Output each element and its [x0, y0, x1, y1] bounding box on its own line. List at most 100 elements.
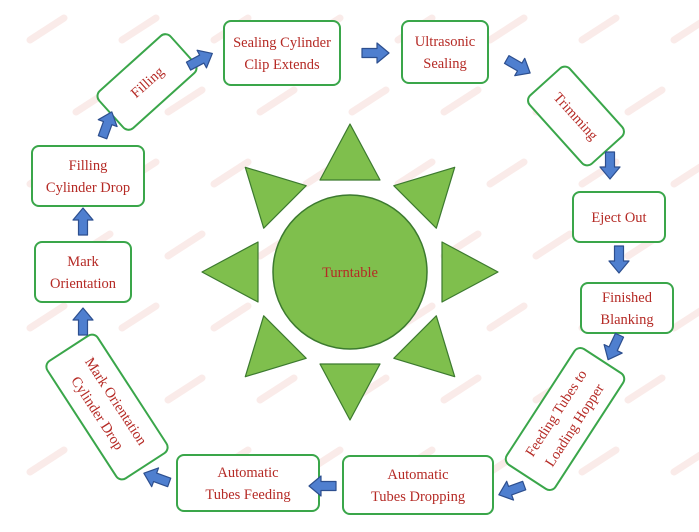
turntable-ray	[393, 315, 456, 378]
turntable-ray	[244, 315, 307, 378]
flow-arrow	[143, 467, 172, 488]
step-label: Clip Extends	[244, 57, 320, 73]
watermark-stroke	[440, 86, 482, 116]
step-label: Eject Out	[591, 210, 646, 226]
turntable-ray	[319, 123, 381, 181]
step-label: Orientation	[50, 276, 117, 292]
step-box	[572, 191, 666, 243]
flow-arrow	[608, 245, 630, 274]
watermark-stroke	[348, 86, 390, 116]
flow-arrow	[72, 307, 94, 336]
step-label: Ultrasonic	[415, 34, 475, 50]
flow-arrow	[72, 207, 94, 236]
watermark-stroke	[578, 14, 620, 44]
watermark-stroke	[118, 14, 160, 44]
watermark-stroke	[670, 451, 699, 476]
arrow-shape	[72, 207, 94, 236]
arrow-shape	[599, 151, 621, 180]
watermark-stroke	[440, 374, 482, 404]
flow-arrow	[97, 111, 118, 140]
step-label: Sealing Cylinder	[233, 35, 331, 51]
watermark-stroke	[532, 230, 574, 260]
flow-arrow	[603, 332, 625, 361]
watermark-stroke	[624, 374, 666, 404]
watermark-stroke	[486, 302, 528, 332]
watermark-stroke	[26, 302, 68, 332]
step-label: Sealing	[423, 56, 467, 72]
flow-arrows	[72, 42, 630, 501]
step-box	[45, 333, 169, 481]
turntable-rays	[201, 123, 499, 421]
watermark-stroke	[670, 307, 699, 332]
flow-arrow	[599, 151, 621, 180]
arrow-shape	[185, 49, 213, 71]
step-label: Finished	[602, 290, 653, 306]
turntable-ray	[319, 363, 381, 421]
step-label: Blanking	[600, 312, 653, 328]
step-box	[401, 20, 489, 84]
turntable-circle	[272, 194, 428, 350]
step-box	[34, 241, 132, 303]
flow-arrow	[498, 480, 527, 501]
arrow-shape	[361, 42, 390, 64]
arrow-shape	[72, 307, 94, 336]
step-label: Tubes Dropping	[371, 489, 465, 505]
step-label: Mark	[67, 254, 99, 270]
arrow-shape	[608, 245, 630, 274]
step-eject-out: Eject Out	[572, 191, 666, 243]
step-box	[504, 347, 626, 491]
watermark-stroke	[210, 158, 252, 188]
watermark-stroke	[256, 86, 298, 116]
step-label: Automatic	[387, 467, 448, 483]
watermark-stroke	[578, 446, 620, 476]
step-filling: Filling	[96, 33, 198, 131]
arrow-shape	[498, 480, 527, 501]
arrow-shape	[603, 332, 625, 361]
watermark-stroke	[118, 302, 160, 332]
watermark-stroke	[486, 158, 528, 188]
arrow-shape	[143, 467, 172, 488]
watermark-stroke	[486, 14, 528, 44]
watermark-stroke	[164, 374, 206, 404]
watermark-stroke	[670, 19, 699, 44]
flow-arrow	[185, 49, 213, 71]
step-box	[342, 455, 494, 515]
watermark-stroke	[164, 230, 206, 260]
arrow-shape	[308, 475, 337, 497]
turntable-ray	[393, 166, 456, 229]
arrow-shape	[97, 111, 118, 140]
watermark-stroke	[256, 374, 298, 404]
step-label: Automatic	[217, 465, 278, 481]
turntable: Turntable	[272, 194, 428, 350]
watermark-stroke	[210, 302, 252, 332]
watermark-stroke	[164, 86, 206, 116]
watermark-stroke	[26, 446, 68, 476]
step-label: Tubes Feeding	[205, 487, 290, 503]
turntable-ray	[441, 241, 499, 303]
watermark-stroke	[26, 14, 68, 44]
watermark-stroke	[624, 86, 666, 116]
turntable-ray	[244, 166, 307, 229]
step-box	[527, 65, 625, 167]
step-trimming: Trimming	[527, 65, 625, 167]
watermark-stroke	[670, 163, 699, 188]
step-box	[31, 145, 145, 207]
step-box	[223, 20, 341, 86]
flow-arrow	[308, 475, 337, 497]
arrow-shape	[503, 55, 531, 77]
watermark-stroke	[394, 158, 436, 188]
step-label: Cylinder Drop	[46, 180, 130, 196]
flow-arrow	[361, 42, 390, 64]
flow-arrow	[503, 55, 531, 77]
turntable-ray	[201, 241, 259, 303]
